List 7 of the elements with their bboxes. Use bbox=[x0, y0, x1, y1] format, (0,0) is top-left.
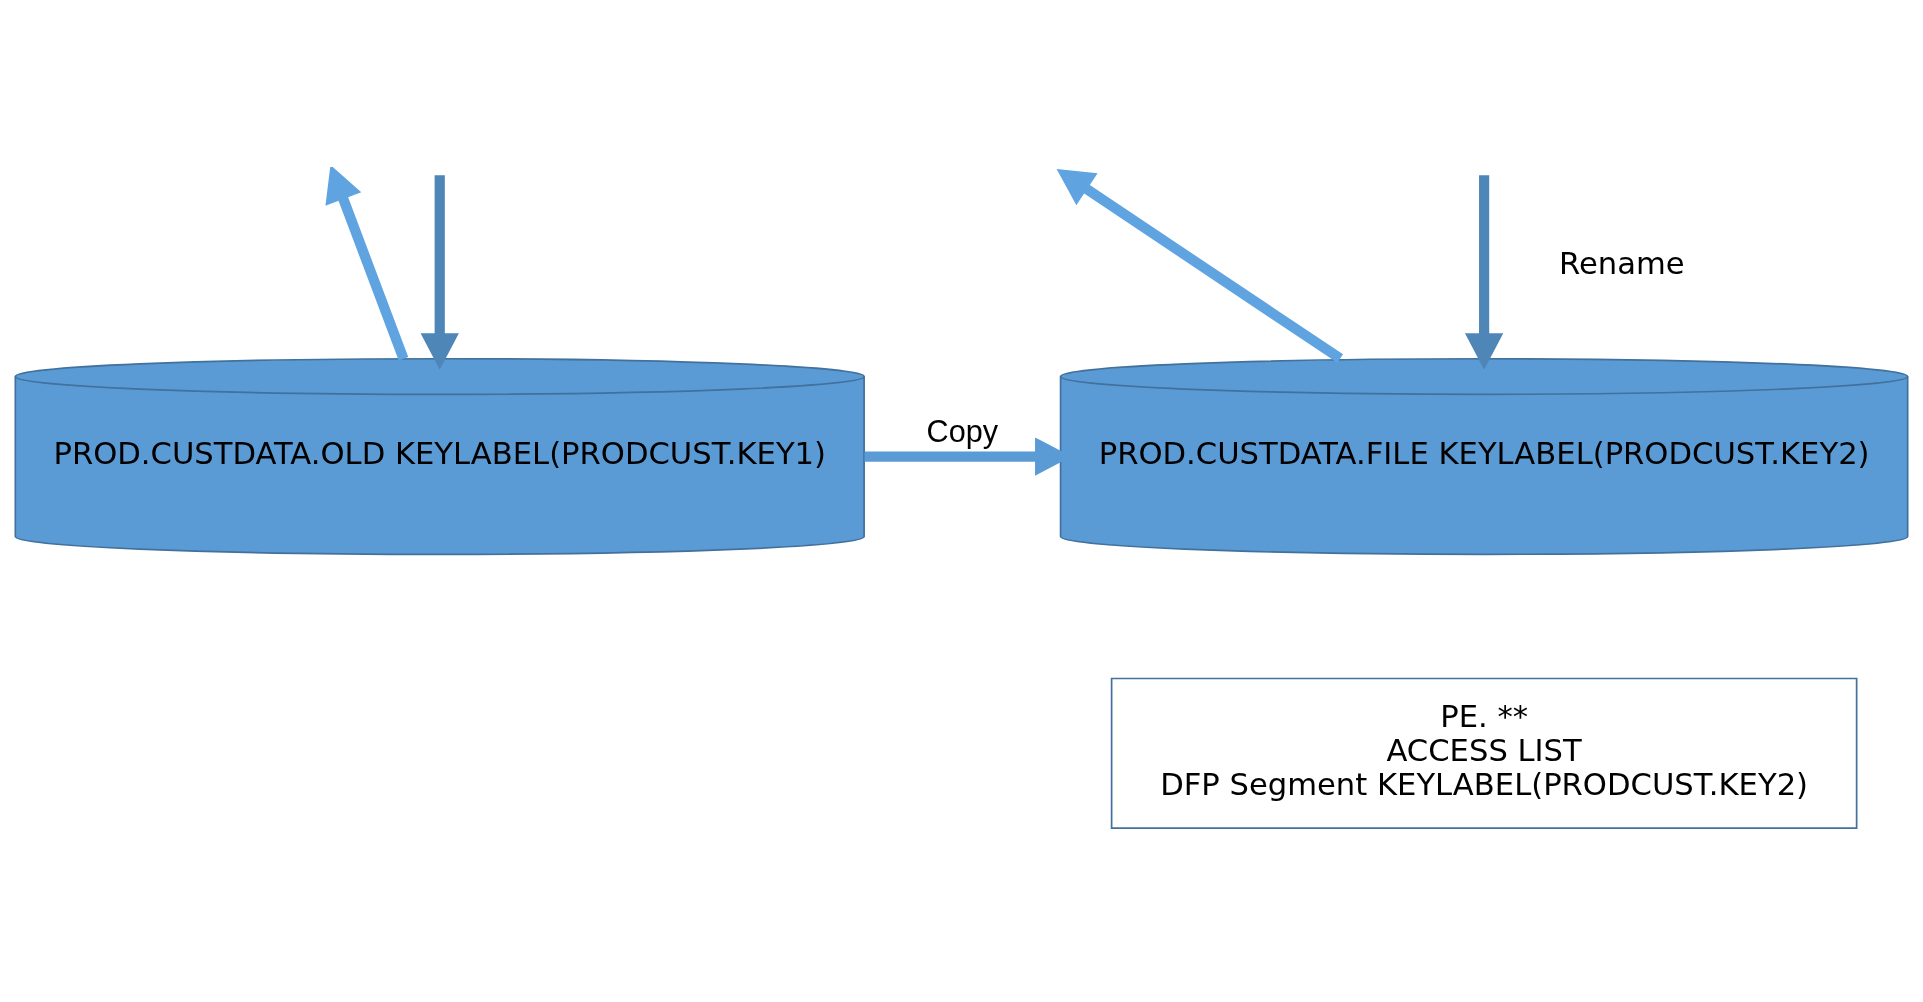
arrow bbox=[1056, 168, 1344, 363]
node-box: PE. ** ACCESS LIST DFP Segment KEYLABEL(PRODCUST.KEY2) bbox=[1110, 677, 1858, 830]
arrow bbox=[420, 175, 459, 370]
arrow bbox=[1464, 175, 1504, 370]
arrow bbox=[325, 167, 409, 361]
edge-label: Copy bbox=[926, 413, 999, 448]
label: Rename bbox=[1559, 246, 1685, 282]
